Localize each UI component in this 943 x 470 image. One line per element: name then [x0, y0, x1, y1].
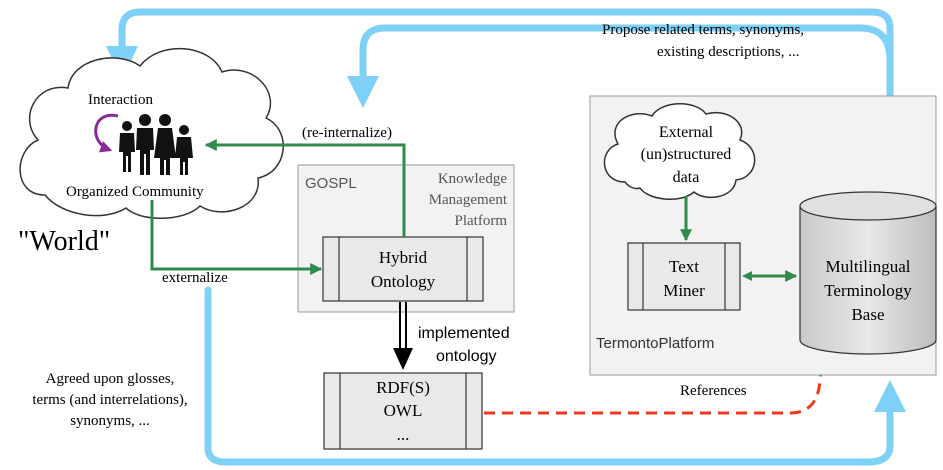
- rdf-line3: ...: [397, 425, 410, 444]
- organized-community-label: Organized Community: [66, 184, 204, 200]
- text-miner-line1: Text: [669, 257, 699, 276]
- people-group-icon: [119, 114, 193, 175]
- inner-loop-arrowhead: [347, 76, 379, 108]
- references-arrow: [484, 359, 829, 415]
- propose-label-line1: Propose related terms, synonyms,: [602, 22, 804, 38]
- db-line3: Base: [851, 305, 884, 324]
- implemented-ontology-arrow: [393, 302, 413, 370]
- external-line3: data: [673, 169, 700, 186]
- gospl-label: GOSPL: [305, 175, 357, 192]
- externalize-label: externalize: [162, 270, 228, 286]
- rdf-line1: RDF(S): [376, 378, 430, 397]
- reinternalize-arrow: [204, 139, 406, 237]
- references-label: References: [680, 383, 747, 399]
- miner-db-arrow-left-head: [742, 271, 752, 281]
- implemented-label-line1: implemented: [418, 325, 510, 342]
- rdf-line2: OWL: [384, 401, 423, 420]
- world-label: "World": [18, 226, 110, 257]
- interaction-label: Interaction: [88, 92, 153, 108]
- hybrid-ontology-box: [322, 236, 484, 302]
- kmp-label-line3: Platform: [455, 213, 508, 229]
- propose-label-line2: existing descriptions, ...: [657, 44, 800, 60]
- termonto-label: TermontoPlatform: [596, 335, 714, 352]
- external-line2: (un)structured: [641, 146, 732, 163]
- agreed-label-line1: Agreed upon glosses,: [46, 371, 175, 387]
- external-data-cloud: [603, 103, 756, 200]
- kmp-label-line1: Knowledge: [438, 171, 507, 187]
- bottom-loop-arrowhead: [874, 380, 906, 412]
- agreed-label-line3: synonyms, ...: [70, 413, 150, 429]
- outer-loop-arrow: [118, 8, 894, 194]
- db-line2: Terminology: [824, 281, 912, 300]
- text-miner-line2: Miner: [663, 281, 705, 300]
- external-line1: External: [659, 124, 714, 141]
- reinternalize-label: (re-internalize): [302, 125, 392, 141]
- db-line1: Multilingual: [826, 257, 911, 276]
- rdf-owl-box: [323, 372, 483, 450]
- terminology-database: [799, 191, 937, 355]
- implemented-label-line2: ontology: [436, 348, 497, 365]
- agreed-label-line2: terms (and interrelations),: [32, 392, 187, 408]
- text-miner-box: [627, 242, 741, 311]
- hybrid-ontology-line2: Ontology: [371, 272, 436, 291]
- externalize-arrow: [150, 200, 323, 275]
- kmp-label-line2: Management: [429, 192, 508, 208]
- interaction-cycle-icon: [94, 113, 119, 153]
- hybrid-ontology-line1: Hybrid: [379, 248, 428, 267]
- bottom-loop-arrow: [204, 286, 894, 466]
- inner-loop-arrow: [359, 24, 894, 174]
- feedback-loop-arrows: [118, 8, 894, 466]
